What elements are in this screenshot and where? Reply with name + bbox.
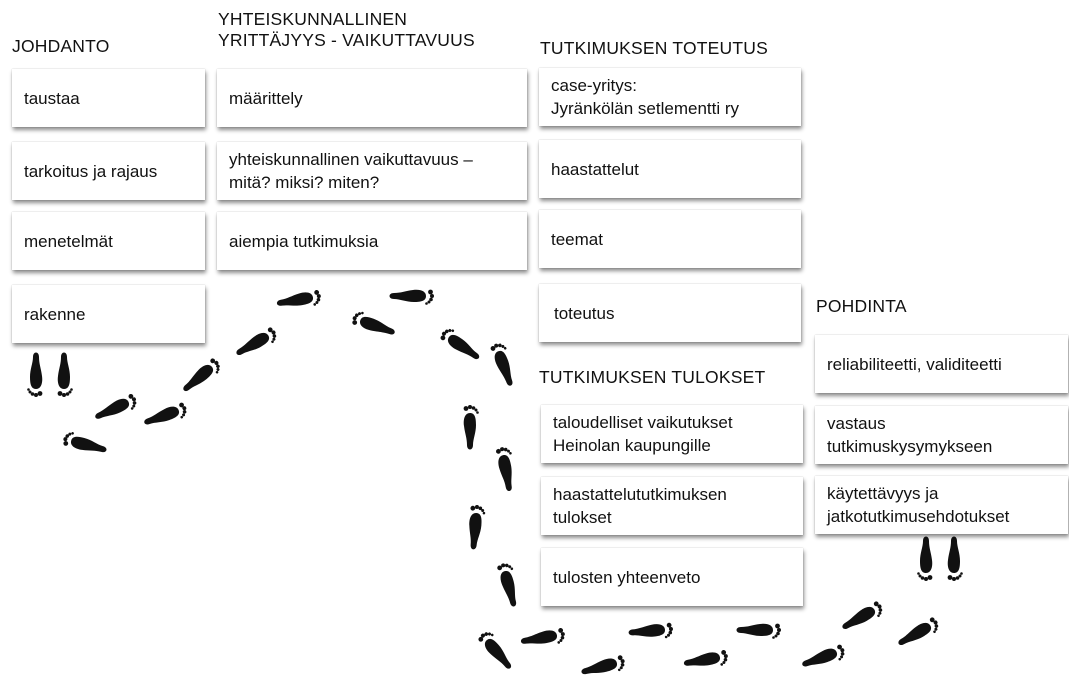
footprint-icon xyxy=(579,654,627,677)
footprint-icon xyxy=(895,615,942,652)
footprint-icon xyxy=(800,643,848,674)
footprint-icon xyxy=(350,309,398,339)
card-yhteiskunnallinen-vaikuttavuus: yhteiskunnallinen vaikuttavuus – mitä? m… xyxy=(217,142,527,200)
card-tulosten-yhteenveto: tulosten yhteenveto xyxy=(541,548,803,606)
footprint-icon xyxy=(839,599,886,636)
card-haastattelututkimuksen-tulokset: haastattelututkimuksen tulokset xyxy=(541,477,803,535)
card-maarittely: määrittely xyxy=(217,69,527,127)
footprint-icon xyxy=(628,622,674,642)
footprint-icon xyxy=(61,430,109,457)
footprint-icon xyxy=(57,352,73,397)
footprint-icon xyxy=(142,401,190,432)
footprint-icon xyxy=(389,289,434,305)
card-tarkoitus-ja-rajaus: tarkoitus ja rajaus xyxy=(12,142,205,200)
heading-tulokset: TUTKIMUKSEN TULOKSET xyxy=(539,367,766,387)
heading-toteutus: TUTKIMUKSEN TOTEUTUS xyxy=(540,38,768,58)
card-teemat: teemat xyxy=(539,210,801,268)
heading-johdanto: JOHDANTO xyxy=(12,36,110,56)
footprint-icon xyxy=(736,623,781,639)
footprint-icon xyxy=(463,405,479,450)
footprint-icon xyxy=(917,536,933,581)
footprint-icon xyxy=(519,627,567,651)
card-vastaus: vastaus tutkimuskysymykseen xyxy=(815,406,1068,464)
footprint-icon xyxy=(495,445,519,493)
footprint-icon xyxy=(179,356,224,397)
footprint-icon xyxy=(92,392,140,426)
footprint-icon xyxy=(682,649,730,673)
heading-pohdinta: POHDINTA xyxy=(816,296,907,316)
footprint-icon xyxy=(947,536,963,581)
footprint-icon xyxy=(438,325,484,364)
footprint-icon xyxy=(275,289,323,313)
card-haastattelut: haastattelut xyxy=(539,140,801,198)
footprint-icon xyxy=(496,561,523,609)
card-taustaa: taustaa xyxy=(12,69,205,127)
card-menetelmat: menetelmät xyxy=(12,212,205,270)
footprint-icon xyxy=(489,340,520,388)
card-case-yritys: case-yritys: Jyränkölän setlementti ry xyxy=(539,68,801,126)
footprint-icon xyxy=(233,325,280,362)
card-toteutus: toteutus xyxy=(539,284,801,342)
heading-vaikuttavuus: YHTEISKUNNALLINEN YRITTÄJYYS - VAIKUTTAV… xyxy=(218,9,475,50)
card-kaytettavyys: käytettävyys ja jatkotutkimusehdotukset xyxy=(815,476,1068,534)
footprint-icon xyxy=(466,504,486,551)
card-reliabiliteetti: reliabiliteetti, validiteetti xyxy=(815,335,1068,393)
card-taloudelliset-vaikutukset: taloudelliset vaikutukset Heinolan kaupu… xyxy=(541,405,803,463)
card-rakenne: rakenne xyxy=(12,285,205,343)
footprint-icon xyxy=(476,628,517,673)
card-aiempia-tutkimuksia: aiempia tutkimuksia xyxy=(217,212,527,270)
footprint-icon xyxy=(27,352,43,397)
